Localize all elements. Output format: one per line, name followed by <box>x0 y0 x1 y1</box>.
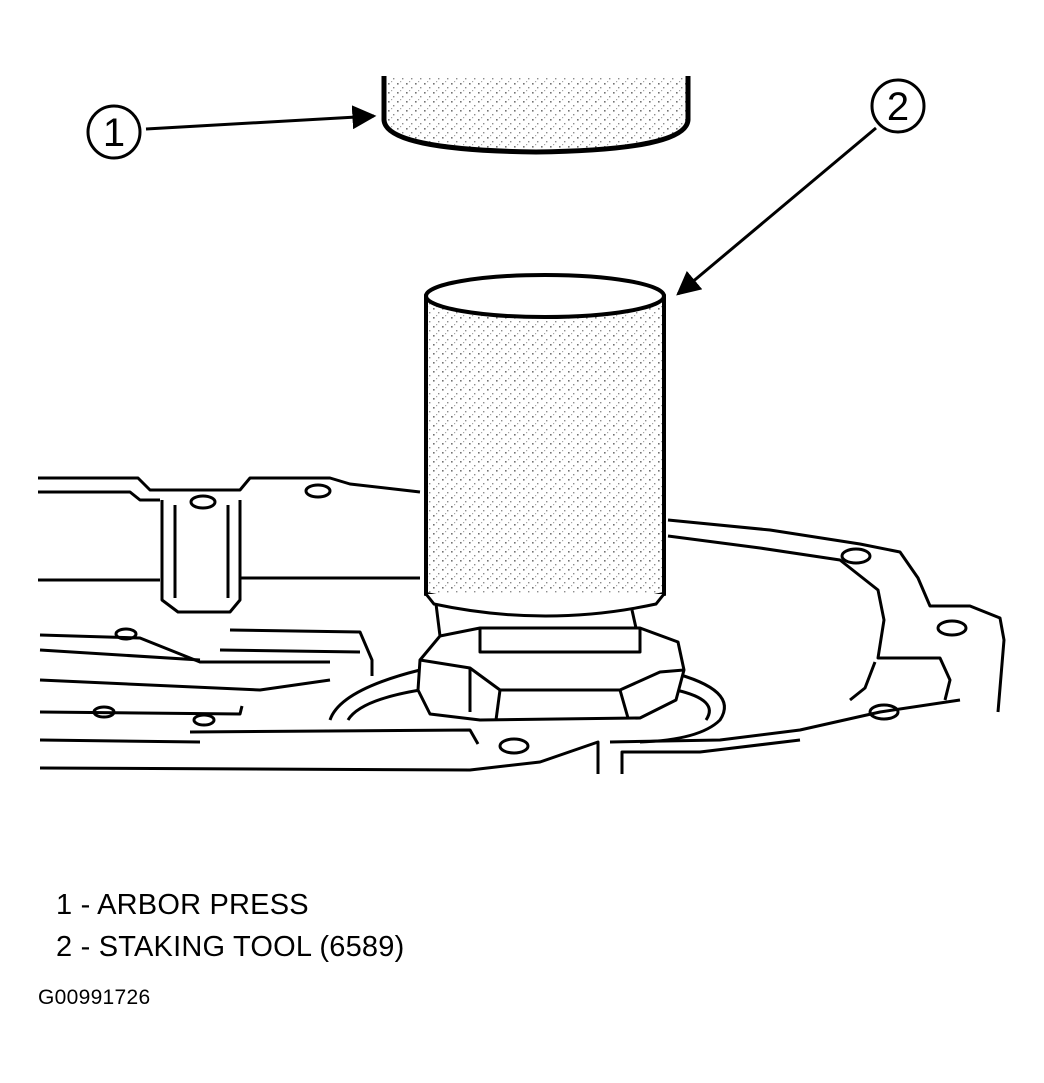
transmission-case <box>38 476 1006 774</box>
callout-1-number: 1 <box>103 111 125 155</box>
arbor-press <box>381 60 691 155</box>
legend-item-staking-tool: 2 - STAKING TOOL (6589) <box>56 931 405 963</box>
retainer-nut <box>416 602 686 722</box>
callout-1-leader <box>145 105 377 131</box>
illustration: 1 2 <box>38 60 1006 774</box>
staking-tool <box>424 273 666 618</box>
legend-item-arbor-press: 1 - ARBOR PRESS <box>56 889 309 921</box>
callout-2-leader <box>676 126 877 296</box>
callout-1: 1 <box>86 104 377 160</box>
callout-2: 2 <box>676 78 926 296</box>
legend: 1 - ARBOR PRESS 2 - STAKING TOOL (6589) <box>56 884 404 968</box>
figure-id: G00991726 <box>38 986 151 1009</box>
callout-2-number: 2 <box>887 85 909 129</box>
